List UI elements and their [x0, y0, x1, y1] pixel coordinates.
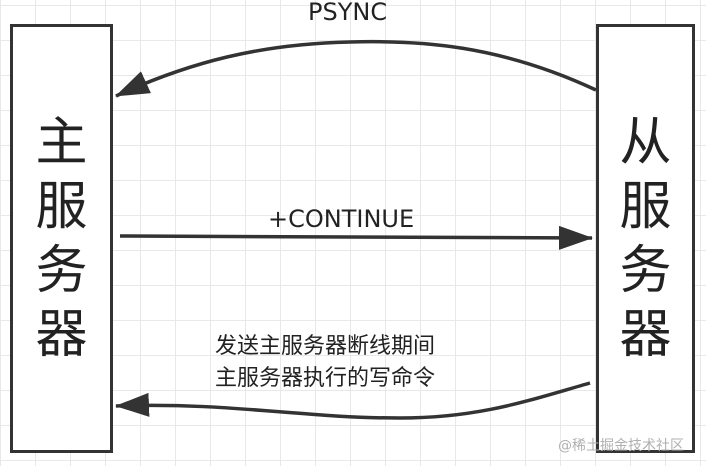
write-commands-line-1: 发送主服务器断线期间 — [215, 334, 436, 359]
master-label-char: 务 — [35, 240, 88, 301]
write-commands-label: 发送主服务器断线期间 主服务器执行的写命令 — [215, 331, 435, 395]
master-label-char: 服 — [35, 176, 88, 237]
slave-label-char: 务 — [619, 240, 672, 301]
write-commands-arrow — [115, 381, 591, 420]
slave-label-char: 服 — [619, 176, 672, 237]
master-server-box: 主 服 务 器 — [10, 24, 113, 453]
slave-label-char: 从 — [619, 112, 672, 173]
master-label-char: 主 — [35, 112, 88, 173]
watermark: @稀土掘金技术社区 — [558, 438, 684, 454]
master-label-char: 器 — [35, 304, 88, 365]
write-commands-line-2: 主服务器执行的写命令 — [215, 366, 436, 391]
continue-label: +CONTINUE — [268, 205, 415, 233]
psync-label: PSYNC — [308, 0, 388, 26]
slave-server-box: 从 服 务 器 — [596, 24, 695, 453]
slave-label-char: 器 — [619, 304, 672, 365]
continue-arrow — [119, 225, 593, 250]
psync-arrow — [115, 39, 597, 98]
